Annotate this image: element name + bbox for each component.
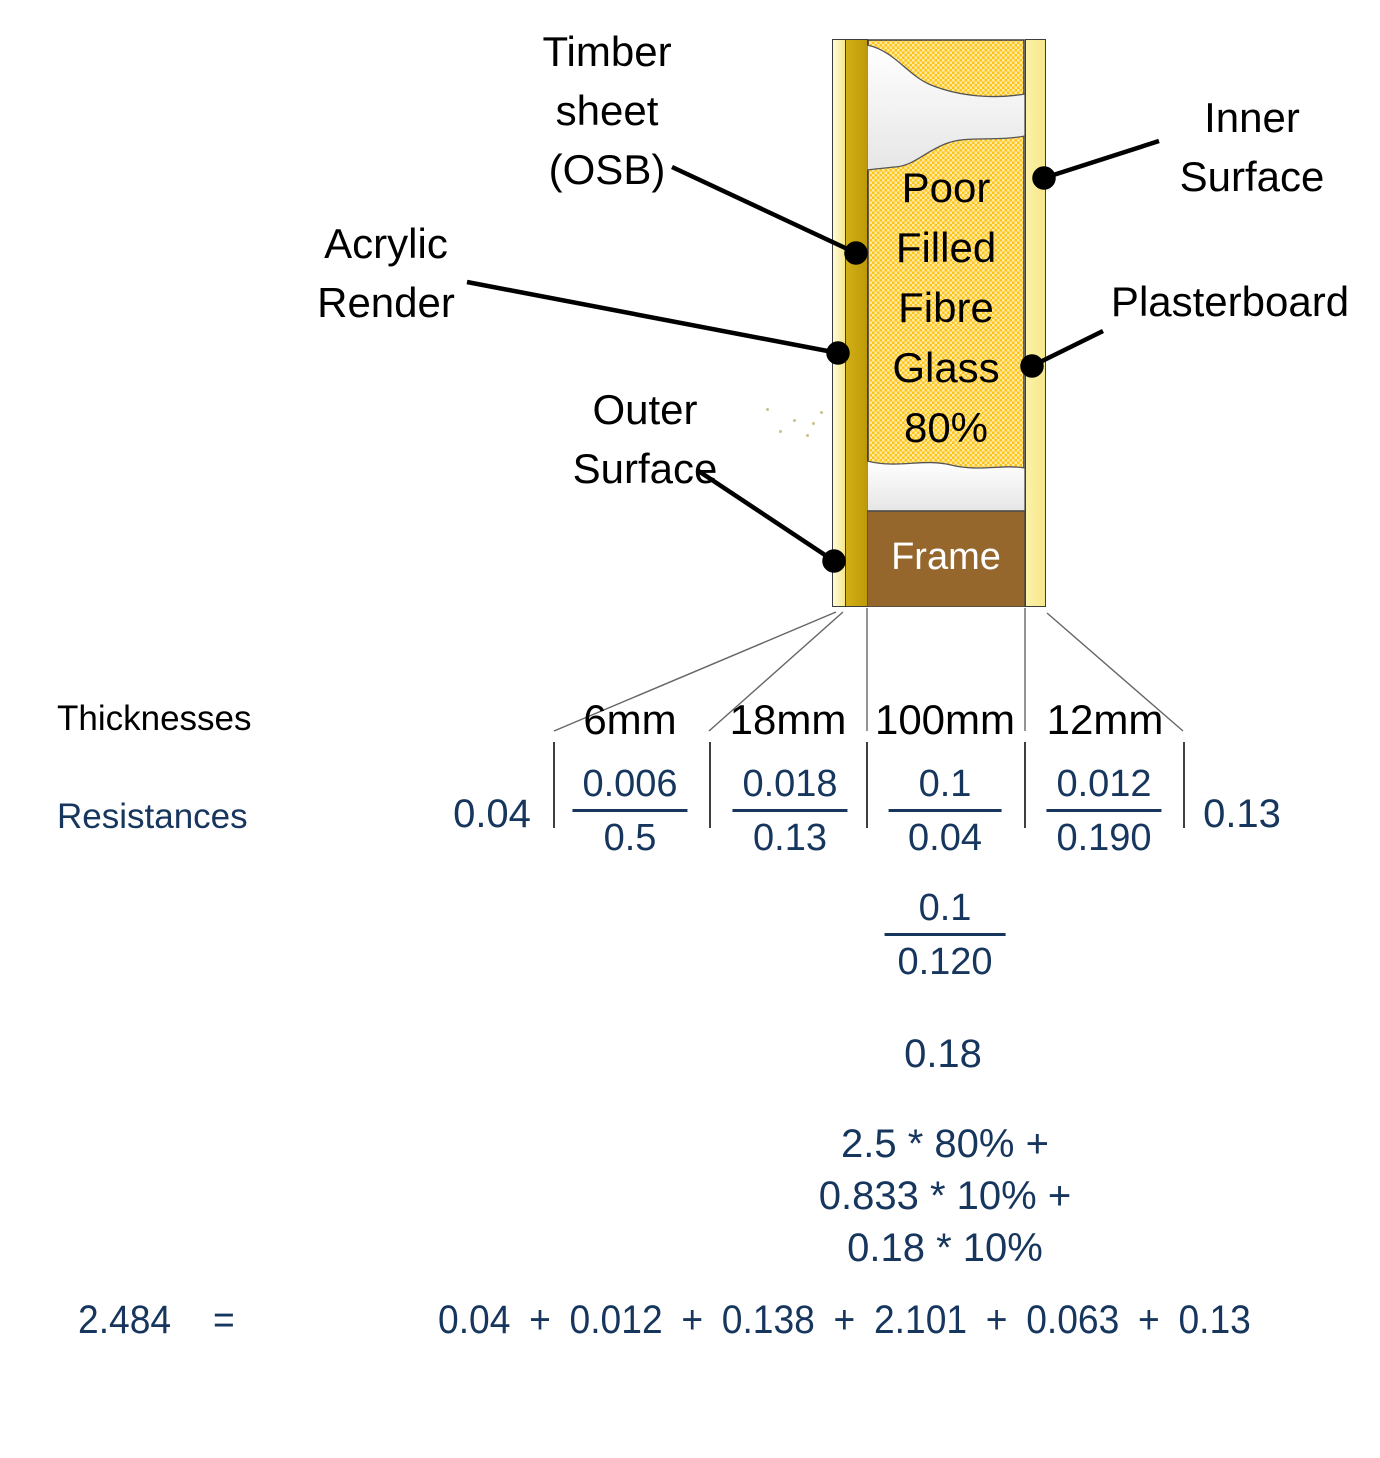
callout-line: Inner bbox=[1204, 94, 1300, 141]
fraction-numerator: 0.012 bbox=[1046, 762, 1162, 812]
fibreglass-label-line: Glass bbox=[892, 344, 1000, 391]
equals-sign: = bbox=[213, 1298, 235, 1342]
callout-plasterboard: Plasterboard bbox=[1111, 272, 1349, 331]
fibreglass-label-line: Fibre bbox=[898, 284, 994, 331]
artifact-speck bbox=[766, 408, 769, 411]
callout-line: Plasterboard bbox=[1110, 278, 1350, 325]
thickness-value-plasterboard: 12mm bbox=[1046, 696, 1164, 743]
weighted-line: 2.5 * 80% + bbox=[841, 1122, 1049, 1166]
fraction-denominator: 0.5 bbox=[603, 817, 657, 859]
fibreglass-label-line: Filled bbox=[895, 224, 997, 271]
fraction-denominator: 0.190 bbox=[1056, 817, 1152, 859]
callout-timber-osb: Timber sheet (OSB) bbox=[542, 22, 671, 199]
resistance-fraction-fibreglass: 0.1 0.04 bbox=[888, 762, 1002, 860]
resistance-inner-surface: 0.13 bbox=[1203, 792, 1281, 836]
callout-acrylic-render: Acrylic Render bbox=[317, 214, 455, 332]
frame-label: Frame bbox=[891, 536, 1001, 578]
callout-line: Surface bbox=[1179, 153, 1325, 200]
fraction-denominator: 0.04 bbox=[908, 817, 982, 859]
column-divider bbox=[553, 742, 555, 828]
poor-fill-void-bottom bbox=[867, 460, 1025, 512]
thicknesses-row-label: Thicknesses bbox=[57, 699, 252, 738]
callout-line: (OSB) bbox=[548, 146, 666, 193]
fraction-numerator: 0.1 bbox=[884, 886, 1006, 936]
resistance-sum-expression: 0.04 + 0.012 + 0.138 + 2.101 + 0.063 + 0… bbox=[438, 1298, 1251, 1342]
resistance-fraction-plasterboard: 0.012 0.190 bbox=[1046, 762, 1162, 860]
thickness-value-fibreglass: 100mm bbox=[874, 696, 1016, 743]
callout-line: Acrylic bbox=[324, 220, 448, 267]
resistance-fraction-render: 0.006 0.5 bbox=[572, 762, 688, 860]
thickness-value-osb: 18mm bbox=[729, 696, 847, 743]
callout-line: Outer bbox=[592, 386, 698, 433]
leader-line-timber bbox=[671, 164, 857, 256]
fibreglass-label-line: 80% bbox=[903, 404, 989, 451]
leader-line-inner-surface bbox=[1043, 138, 1160, 181]
resistances-row-label: Resistances bbox=[57, 797, 248, 836]
column-divider bbox=[866, 742, 868, 828]
fraction-numerator: 0.006 bbox=[572, 762, 688, 812]
bridge-resistance-value: 0.18 bbox=[904, 1032, 982, 1076]
fraction-numerator: 0.1 bbox=[888, 762, 1002, 812]
column-divider bbox=[709, 742, 711, 828]
callout-line: Timber bbox=[542, 28, 672, 75]
resistance-fraction-osb: 0.018 0.13 bbox=[732, 762, 848, 860]
layer-acrylic-render bbox=[832, 39, 846, 607]
bridge-fraction: 0.1 0.120 bbox=[884, 886, 1006, 984]
callout-inner-surface: Inner Surface bbox=[1180, 88, 1325, 206]
fibreglass-label-line: Poor bbox=[901, 164, 991, 211]
fibreglass-label: Poor Filled Fibre Glass 80% bbox=[867, 158, 1025, 458]
weighted-average-lines: 2.5 * 80% + 0.833 * 10% + 0.18 * 10% bbox=[819, 1118, 1071, 1274]
thickness-value-render: 6mm bbox=[583, 696, 677, 743]
fraction-denominator: 0.120 bbox=[897, 941, 993, 983]
callout-line: Surface bbox=[572, 445, 718, 492]
column-divider bbox=[1024, 742, 1026, 828]
callout-line: sheet bbox=[555, 87, 659, 134]
poor-fill-void-top bbox=[867, 44, 1025, 171]
artifact-speck bbox=[806, 434, 809, 437]
fraction-numerator: 0.018 bbox=[732, 762, 848, 812]
leader-line-outer-surface bbox=[695, 468, 836, 563]
layer-plasterboard bbox=[1025, 39, 1046, 607]
callout-outer-surface: Outer Surface bbox=[573, 380, 718, 498]
total-resistance-value: 2.484 bbox=[78, 1298, 172, 1342]
leader-line-acrylic bbox=[466, 279, 839, 356]
artifact-speck bbox=[820, 411, 823, 414]
fraction-denominator: 0.13 bbox=[753, 817, 827, 859]
callout-line: Render bbox=[317, 279, 455, 326]
layer-timber-osb bbox=[845, 39, 868, 607]
weighted-line: 0.18 * 10% bbox=[847, 1226, 1043, 1270]
artifact-speck bbox=[812, 422, 815, 425]
artifact-speck bbox=[779, 430, 782, 433]
weighted-line: 0.833 * 10% + bbox=[818, 1174, 1072, 1218]
resistance-outer-surface: 0.04 bbox=[453, 792, 531, 836]
column-divider bbox=[1183, 742, 1185, 828]
artifact-speck bbox=[793, 419, 796, 422]
